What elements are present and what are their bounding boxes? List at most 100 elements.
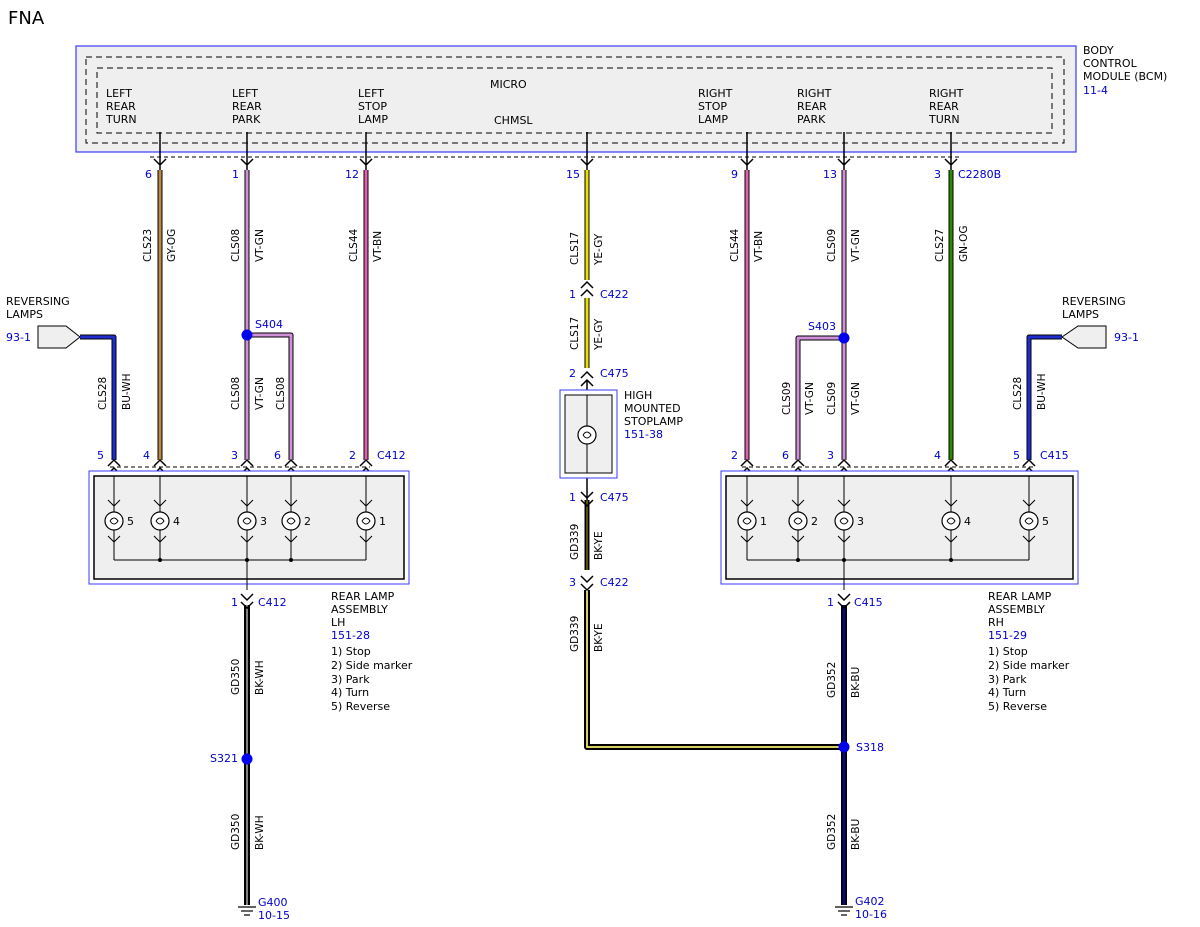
ground-g402-ref[interactable]: 10-16 <box>855 908 887 921</box>
wire-label-cls08c-circuit: CLS08 <box>275 377 287 410</box>
splice-s318-dot <box>838 741 850 753</box>
bcm-ref[interactable]: 11-4 <box>1083 84 1108 97</box>
reversing-left-ref[interactable]: 93-1 <box>6 331 31 344</box>
bcm-out-lrt-1: LEFT <box>106 87 132 100</box>
wire-label-cls44-color: VT-BN <box>372 231 384 262</box>
wire-label-cls09-circuit: CLS09 <box>826 229 838 262</box>
bcm-out-lsl-3: LAMP <box>358 113 388 126</box>
rh-assembly-line3: RH <box>988 616 1004 629</box>
c422-pin-1: 1 <box>569 288 576 301</box>
ground-g402-label[interactable]: G402 <box>855 895 885 908</box>
bcm-out-rsl-1: RIGHT <box>698 87 733 100</box>
reversing-right-line1: REVERSING <box>1062 295 1126 308</box>
bcm-out-lrt-2: REAR <box>106 100 136 113</box>
bcm-pin-3: 3 <box>934 168 941 181</box>
wire-label-cls09b-color: VT-GN <box>804 382 816 415</box>
bcm-out-rrp-1: RIGHT <box>797 87 832 100</box>
c415-bottom-label[interactable]: C415 <box>854 596 883 609</box>
bcm-out-rrt-2: REAR <box>929 100 959 113</box>
wire-label-cls09-color: VT-GN <box>850 229 862 262</box>
c412-pin-5: 5 <box>97 449 104 462</box>
ground-g400-label[interactable]: G400 <box>258 896 288 909</box>
wire-label-gd352b-circuit: GD352 <box>826 814 838 850</box>
c412-pin-3: 3 <box>231 449 238 462</box>
bcm-label-line3: MODULE (BCM) <box>1083 70 1167 83</box>
wire-label-cls08-circuit: CLS08 <box>230 229 242 262</box>
wire-label-cls17b-circuit: CLS17 <box>569 317 581 350</box>
bcm-pin-9: 9 <box>731 168 738 181</box>
lh-assembly-line2: ASSEMBLY <box>331 603 388 616</box>
lh-legend-4: 4) Turn <box>331 686 369 699</box>
hmsl-label-line3: STOPLAMP <box>624 415 683 428</box>
wire-label-cls28l-color: BU-WH <box>121 373 133 410</box>
lh-bulb-4: 4 <box>173 515 180 528</box>
wire-label-gd339a-color: BK-YE <box>593 531 605 560</box>
rh-bulb-2: 2 <box>811 515 818 528</box>
lh-bulb-3: 3 <box>260 515 267 528</box>
lh-bulb-5: 5 <box>127 515 134 528</box>
wire-label-gd352a-color: BK-BU <box>850 667 862 698</box>
reversing-left <box>37 325 81 349</box>
wire-label-gd339b-color: BK-YE <box>593 623 605 652</box>
hmsl-label-line1: HIGH <box>624 389 652 402</box>
ground-g400-ref[interactable]: 10-15 <box>258 909 290 922</box>
splice-s403-label: S403 <box>808 320 836 333</box>
rh-assembly-line2: ASSEMBLY <box>988 603 1045 616</box>
splice-s321-dot <box>241 753 253 765</box>
c475-bottom-label[interactable]: C475 <box>600 491 629 504</box>
hmsl-component <box>559 389 618 479</box>
rh-legend-3: 3) Park <box>988 673 1027 686</box>
bcm-chmsl-label: CHMSL <box>494 114 533 127</box>
wire-label-cls28r-circuit: CLS28 <box>1012 377 1024 410</box>
bcm-connector-c2280b[interactable]: C2280B <box>958 168 1001 181</box>
lh-assembly-ref[interactable]: 151-28 <box>331 629 370 642</box>
wire-label-cls09c-color: VT-GN <box>850 382 862 415</box>
page-title: FNA <box>8 8 45 29</box>
reversing-right-ref[interactable]: 93-1 <box>1114 331 1139 344</box>
wire-label-gd350b-color: BK-WH <box>254 815 266 850</box>
lh-legend-3: 3) Park <box>331 673 370 686</box>
lh-bulb-2: 2 <box>304 515 311 528</box>
bcm-out-rrt-3: TURN <box>928 113 960 126</box>
bcm-out-lrp-2: REAR <box>232 100 262 113</box>
c415-top-label[interactable]: C415 <box>1040 449 1069 462</box>
wire-label-gd350b-circuit: GD350 <box>230 814 242 850</box>
wire-label-cls08b-color: VT-GN <box>254 377 266 410</box>
rh-assembly-line1: REAR LAMP <box>988 590 1052 603</box>
splice-s321-label: S321 <box>210 752 238 765</box>
bcm-pin-6: 6 <box>145 168 152 181</box>
c422-top-label[interactable]: C422 <box>600 288 629 301</box>
c422-bottom-label[interactable]: C422 <box>600 576 629 589</box>
bcm-pin-12: 12 <box>345 168 359 181</box>
reversing-left-line1: REVERSING <box>6 295 70 308</box>
c412-out-arrow <box>240 593 254 610</box>
c412-top-label[interactable]: C412 <box>377 449 406 462</box>
lh-legend-1: 1) Stop <box>331 645 371 658</box>
bcm-module <box>75 45 1077 158</box>
wire-label-cls28r-color: BU-WH <box>1036 373 1048 410</box>
wire-label-cls17-color: YE-GY <box>593 233 605 266</box>
c475-top-label[interactable]: C475 <box>600 367 629 380</box>
wire-label-cls44r-circuit: CLS44 <box>729 228 741 262</box>
lh-assembly-line1: REAR LAMP <box>331 590 395 603</box>
bcm-micro-label: MICRO <box>490 78 527 91</box>
c412-bottom-label[interactable]: C412 <box>258 596 287 609</box>
wire-label-cls09b-circuit: CLS09 <box>781 382 793 415</box>
hmsl-ref[interactable]: 151-38 <box>624 428 663 441</box>
reversing-right-line2: LAMPS <box>1062 308 1099 321</box>
bcm-out-lrp-1: LEFT <box>232 87 258 100</box>
bcm-out-lsl-2: STOP <box>358 100 387 113</box>
wire-label-cls08-color: VT-GN <box>254 229 266 262</box>
bcm-out-rsl-2: STOP <box>698 100 727 113</box>
bcm-label-line2: CONTROL <box>1083 57 1138 70</box>
bcm-out-lrt-3: TURN <box>105 113 137 126</box>
lh-legend-2: 2) Side marker <box>331 659 413 672</box>
wire-label-cls09c-circuit: CLS09 <box>826 382 838 415</box>
c412-pin-6: 6 <box>274 449 281 462</box>
wire-label-cls23-circuit: CLS23 <box>142 229 154 262</box>
c422-pin-3: 3 <box>569 576 576 589</box>
wire-label-cls44-circuit: CLS44 <box>348 228 360 262</box>
c415-pin-5: 5 <box>1013 449 1020 462</box>
rh-assembly-ref[interactable]: 151-29 <box>988 629 1027 642</box>
bcm-label-line1: BODY <box>1083 44 1114 57</box>
